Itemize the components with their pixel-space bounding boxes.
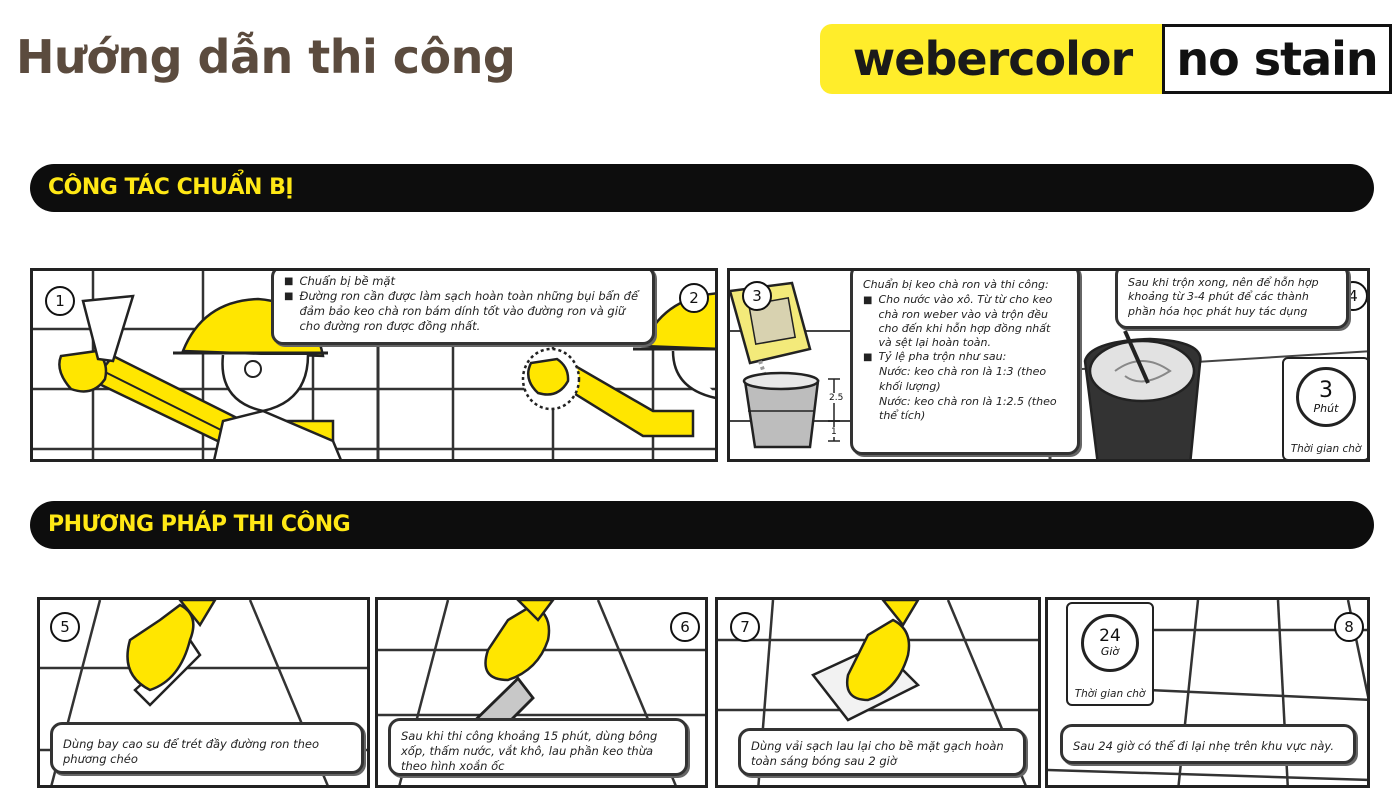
rest-timer-unit: Phút [1313, 401, 1339, 415]
step-number-2: 2 [679, 283, 709, 313]
ratio-weight: Nước: keo chà ron là 1:3 (theo khối lượn… [879, 365, 1047, 393]
panel-step-5: 5 Dùng bay cao su để trét đầy đường ron … [37, 597, 370, 788]
step-number-3: 3 [742, 281, 772, 311]
surface-prep-title: Chuẩn bị bề mặt [299, 274, 395, 288]
surface-prep-note: Chuẩn bị bề mặt Đường ron cần được làm s… [271, 271, 655, 345]
section-header-prep: CÔNG TÁC CHUẨN BỊ [30, 164, 1374, 212]
rest-timer: 3 Phút Thời gian chờ [1282, 357, 1367, 459]
panel-mixing: 3 4 2.5 1 Chuẩn bị keo chà ron và thi cô… [727, 268, 1370, 462]
brand-primary: webercolor [820, 24, 1165, 94]
cure-timer-value: 24 [1099, 626, 1121, 646]
page-title: Hướng dẫn thi công [16, 30, 516, 84]
cure-timer-unit: Giờ [1100, 645, 1120, 658]
bucket-mark-upper: 2.5 [829, 393, 844, 403]
section-title-method: PHƯƠNG PHÁP THI CÔNG [48, 512, 351, 537]
panel-surface-prep: 1 2 Chuẩn bị bề mặt Đường ron cần được l… [30, 268, 718, 462]
step-6-note: Sau khi thi công khoảng 15 phút, dùng bô… [388, 718, 688, 776]
mixing-illustration [730, 271, 1367, 459]
rest-text: Sau khi trộn xong, nên để hỗn hợp khoảng… [1128, 276, 1319, 318]
rest-note: Sau khi trộn xong, nên để hỗn hợp khoảng… [1115, 271, 1349, 329]
clock-icon: 3 Phút [1296, 367, 1356, 427]
step-number-7: 7 [730, 612, 760, 642]
panel-step-7: 7 Dùng vải sạch lau lại cho bề mặt gạch … [715, 597, 1041, 788]
panel-step-8: 8 24 Giờ Thời gian chờ Sau 24 giờ có thể… [1045, 597, 1370, 788]
step-number-5: 5 [50, 612, 80, 642]
cure-timer: 24 Giờ Thời gian chờ [1066, 602, 1154, 706]
ratio-title: Tỷ lệ pha trộn như sau: [878, 350, 1007, 364]
cure-timer-label: Thời gian chờ [1074, 688, 1146, 700]
step-number-1: 1 [45, 286, 75, 316]
step-5-note: Dùng bay cao su để trét đầy đường ron th… [50, 722, 364, 774]
cloth-polishing-illustration [718, 600, 1038, 785]
step-8-text: Sau 24 giờ có thể đi lại nhẹ trên khu vự… [1073, 739, 1334, 753]
bucket-mark-lower: 1 [831, 427, 837, 437]
mixing-intro: Chuẩn bị keo chà ron và thi công: [863, 278, 1049, 291]
brand-secondary: no stain [1162, 24, 1392, 94]
step-5-text: Dùng bay cao su để trét đầy đường ron th… [63, 737, 319, 766]
clock-icon: 24 Giờ [1081, 614, 1139, 672]
panel-step-6: 6 Sau khi thi công khoảng 15 phút, dùng … [375, 597, 708, 788]
step-8-note: Sau 24 giờ có thể đi lại nhẹ trên khu vự… [1060, 724, 1356, 764]
surface-prep-text: Đường ron cần được làm sạch hoàn toàn nh… [299, 289, 639, 333]
step-number-6: 6 [670, 612, 700, 642]
brand-logo: webercolor no stain [820, 24, 1392, 94]
mixing-note: Chuẩn bị keo chà ron và thi công: Cho nư… [850, 271, 1080, 455]
rest-timer-label: Thời gian chờ [1290, 443, 1362, 455]
ratio-volume: Nước: keo chà ron là 1:2.5 (theo thể tíc… [879, 395, 1057, 423]
rest-timer-value: 3 [1319, 377, 1333, 403]
step-number-8: 8 [1334, 612, 1364, 642]
section-header-method: PHƯƠNG PHÁP THI CÔNG [30, 501, 1374, 549]
step-6-text: Sau khi thi công khoảng 15 phút, dùng bô… [401, 729, 658, 773]
step-7-text: Dùng vải sạch lau lại cho bề mặt gạch ho… [751, 739, 1004, 768]
section-title-prep: CÔNG TÁC CHUẨN BỊ [48, 175, 294, 200]
mixing-step-text: Cho nước vào xô. Từ từ cho keo chà ron w… [878, 293, 1053, 350]
step-7-note: Dùng vải sạch lau lại cho bề mặt gạch ho… [738, 728, 1026, 776]
